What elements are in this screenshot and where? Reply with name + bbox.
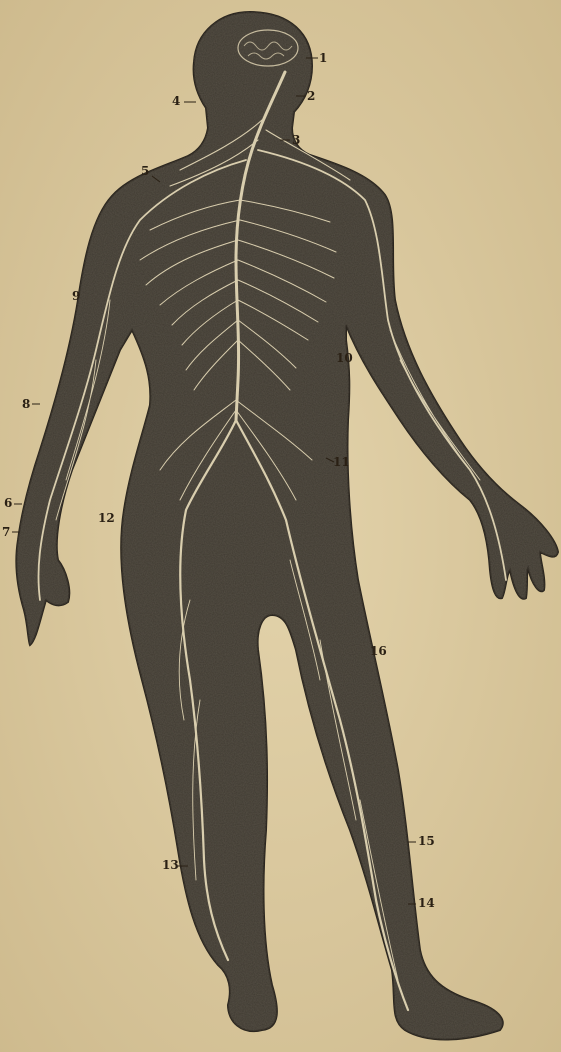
label-12: 12 [98,512,115,524]
label-16: 16 [370,645,387,657]
label-11: 11 [333,456,350,468]
label-1: 1 [319,52,327,64]
label-13: 13 [162,859,179,871]
label-10: 10 [336,352,353,364]
label-6: 6 [4,497,12,509]
label-7: 7 [2,526,10,538]
label-15: 15 [418,835,435,847]
label-5: 5 [141,165,149,177]
label-3: 3 [292,134,300,146]
label-8: 8 [22,398,30,410]
label-14: 14 [418,897,435,909]
label-2: 2 [307,90,315,102]
label-4: 4 [172,95,180,107]
label-9: 9 [72,290,80,302]
